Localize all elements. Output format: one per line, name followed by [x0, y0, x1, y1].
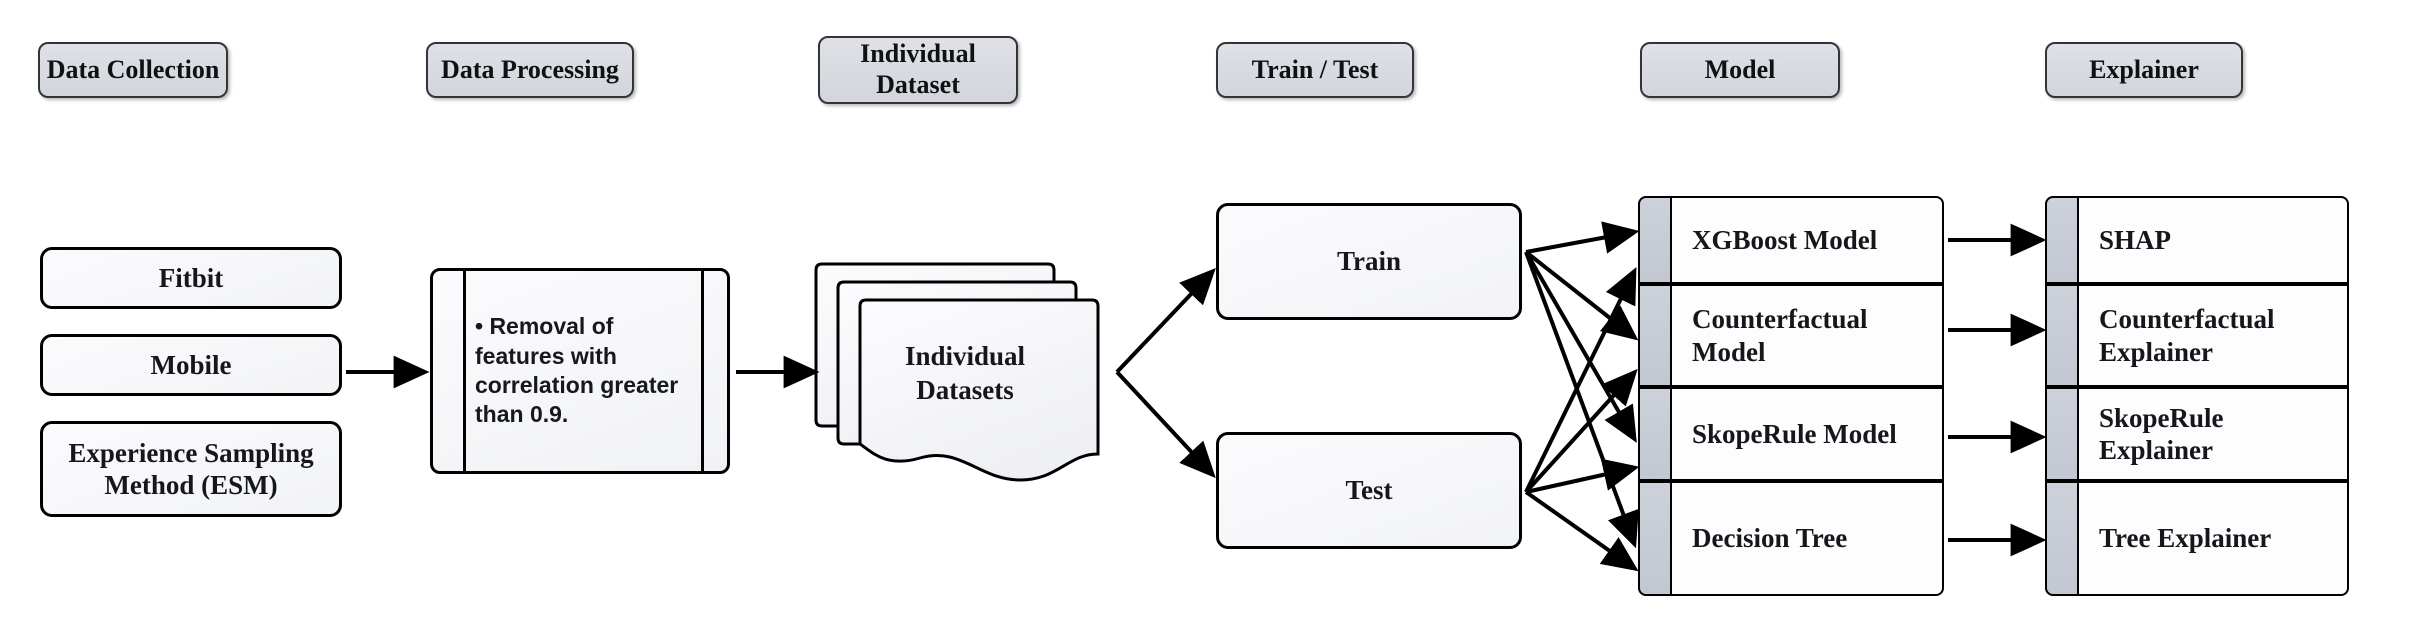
explainer-row-tab — [2045, 481, 2077, 596]
document-stack-icon — [814, 262, 1100, 482]
stage-header-label: Model — [1704, 54, 1776, 84]
stage-header-label: Explainer — [2089, 54, 2199, 84]
data-processing-text: • Removal of features with correlation g… — [475, 313, 679, 428]
stage-header-individual-dataset[interactable]: Individual Dataset — [818, 36, 1018, 104]
stage-header-explainer[interactable]: Explainer — [2045, 42, 2243, 98]
arrow-datasets-to-test — [1115, 370, 1216, 479]
split-box-test[interactable]: Test — [1216, 432, 1522, 549]
data-source-label: Fitbit — [158, 262, 224, 293]
individual-datasets-stack[interactable]: Individual Datasets — [810, 258, 1120, 488]
explainer-row-counterfactual[interactable]: Counterfactual Explainer — [2045, 284, 2349, 387]
stage-header-model[interactable]: Model — [1640, 42, 1840, 98]
stage-header-label: Data Processing — [441, 54, 619, 84]
stage-header-data-processing[interactable]: Data Processing — [426, 42, 634, 98]
model-row-tab — [1638, 387, 1670, 481]
explainer-row-tab — [2045, 387, 2077, 481]
data-source-label: Experience Sampling Method (ESM) — [68, 437, 314, 500]
stage-header-label-line1: Individual — [860, 39, 976, 69]
stage-header-data-collection[interactable]: Data Collection — [38, 42, 228, 98]
arrow-test-to-decision-tree — [1524, 490, 1639, 572]
model-row-xgboost[interactable]: XGBoost Model — [1638, 196, 1944, 284]
process-right-bar — [701, 268, 704, 474]
model-row-tab — [1638, 481, 1670, 596]
explainer-row-tab — [2045, 284, 2077, 387]
explainer-row-label: Tree Explainer — [2077, 481, 2349, 596]
model-row-decision-tree[interactable]: Decision Tree — [1638, 481, 1944, 596]
data-source-esm[interactable]: Experience Sampling Method (ESM) — [40, 421, 342, 517]
stage-header-label: Train / Test — [1251, 54, 1379, 84]
arrow-test-to-xgboost — [1524, 266, 1637, 493]
explainer-row-tree[interactable]: Tree Explainer — [2045, 481, 2349, 596]
split-box-train[interactable]: Train — [1216, 203, 1522, 320]
data-source-fitbit[interactable]: Fitbit — [40, 247, 342, 309]
stage-header-train-test[interactable]: Train / Test — [1216, 42, 1414, 98]
arrow-train-to-xgboost — [1525, 221, 1640, 254]
explainer-group: SHAP Counterfactual Explainer SkopeRule … — [2045, 196, 2349, 596]
data-processing-step[interactable]: • Removal of features with correlation g… — [430, 268, 730, 474]
model-group: XGBoost Model Counterfactual Model Skope… — [1638, 196, 1944, 596]
explainer-row-label: SHAP — [2077, 196, 2349, 284]
explainer-row-label: Counterfactual Explainer — [2077, 284, 2349, 387]
model-row-label: XGBoost Model — [1670, 196, 1944, 284]
arrow-test-to-counterfactual — [1524, 368, 1638, 494]
process-left-bar — [463, 268, 466, 474]
model-row-label: Counterfactual Model — [1670, 284, 1944, 387]
data-source-mobile[interactable]: Mobile — [40, 334, 342, 396]
explainer-row-shap[interactable]: SHAP — [2045, 196, 2349, 284]
model-row-label: SkopeRule Model — [1670, 387, 1944, 481]
split-box-label: Train — [1336, 246, 1401, 277]
stage-header-label: Data Collection — [46, 54, 220, 84]
explainer-row-skoperule[interactable]: SkopeRule Explainer — [2045, 387, 2349, 481]
model-row-counterfactual[interactable]: Counterfactual Model — [1638, 284, 1944, 387]
model-row-skoperule[interactable]: SkopeRule Model — [1638, 387, 1944, 481]
explainer-row-tab — [2045, 196, 2077, 284]
arrow-train-to-skoperule — [1524, 250, 1637, 443]
explainer-row-label: SkopeRule Explainer — [2077, 387, 2349, 481]
arrow-datasets-to-train — [1115, 267, 1216, 374]
stage-header-label-line2: Dataset — [876, 70, 960, 99]
split-box-label: Test — [1345, 475, 1393, 506]
data-source-label: Mobile — [150, 349, 232, 380]
model-row-tab — [1638, 284, 1670, 387]
model-row-tab — [1638, 196, 1670, 284]
arrow-train-to-counterfactual — [1524, 250, 1639, 341]
arrow-test-to-skoperule — [1525, 458, 1640, 494]
arrow-train-to-decision-tree — [1524, 251, 1639, 549]
model-row-label: Decision Tree — [1670, 481, 1944, 596]
